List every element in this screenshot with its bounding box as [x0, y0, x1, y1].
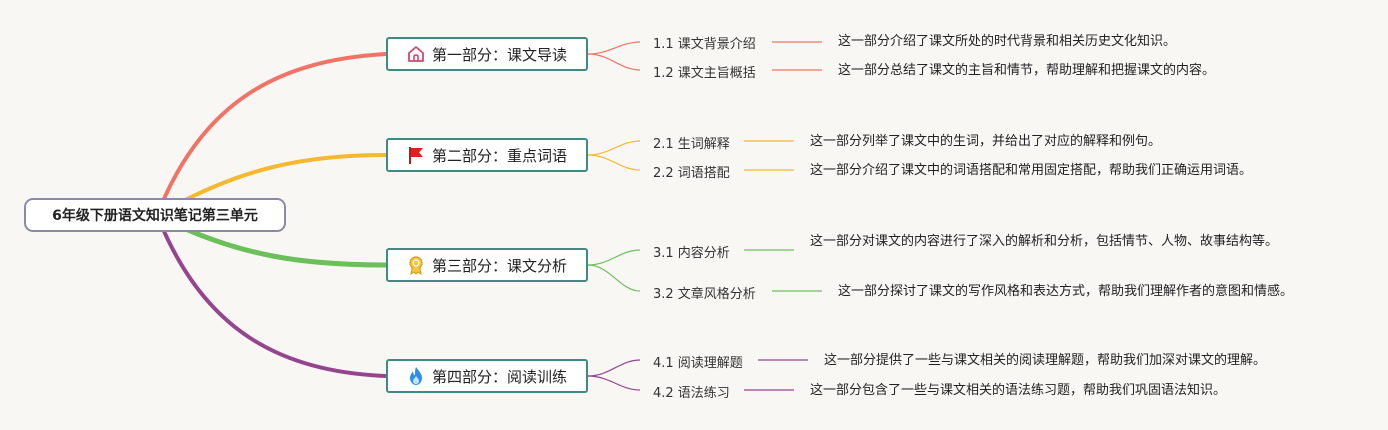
sub-line-3-2	[587, 264, 641, 292]
section-title-2: 第二部分：重点词语	[432, 146, 568, 165]
flag-icon	[406, 145, 426, 165]
sub-item-1-1[interactable]: 1.1 课文背景介绍	[653, 37, 756, 52]
desc-1-2: 这一部分总结了课文的主旨和情节，帮助理解和把握课文的内容。	[838, 63, 1216, 78]
desc-4-2: 这一部分包含了一些与课文相关的语法练习题，帮助我们巩固语法知识。	[810, 383, 1227, 398]
section-node-2[interactable]: 第二部分：重点词语	[386, 138, 588, 172]
section-node-1[interactable]: 第一部分：课文导读	[386, 37, 588, 71]
branch-line-3	[167, 219, 389, 268]
sub-line-2-2	[587, 154, 641, 171]
sub-line-3-1	[587, 249, 641, 266]
sub-line-1-1	[587, 41, 641, 55]
sub-line-4-2	[587, 375, 641, 391]
desc-2-1: 这一部分列举了课文中的生词，并给出了对应的解释和例句。	[810, 134, 1162, 149]
root-title: 6年级下册语文知识笔记第三单元	[52, 208, 258, 224]
section-node-4[interactable]: 第四部分：阅读训练	[386, 359, 588, 393]
section-title-4: 第四部分：阅读训练	[432, 367, 568, 386]
sub-line-2-1	[587, 140, 641, 156]
desc-1-1: 这一部分介绍了课文所处的时代背景和相关历史文化知识。	[838, 34, 1177, 49]
sub-item-2-1[interactable]: 2.1 生词解释	[653, 137, 730, 152]
desc-3-1: 这一部分对课文的内容进行了深入的解析和分析，包括情节、人物、故事结构等。	[810, 234, 1279, 249]
desc-3-2: 这一部分探讨了课文的写作风格和表达方式，帮助我们理解作者的意图和情感。	[838, 284, 1294, 299]
medal-icon	[406, 255, 426, 275]
branch-line-1	[158, 52, 388, 210]
sub-line-1-2	[587, 53, 641, 71]
branch-line-4	[158, 220, 388, 378]
fire-icon	[406, 366, 426, 386]
section-title-3: 第三部分：课文分析	[432, 256, 568, 275]
sub-item-1-2[interactable]: 1.2 课文主旨概括	[653, 66, 756, 81]
sub-item-3-1[interactable]: 3.1 内容分析	[653, 246, 730, 261]
sub-item-2-2[interactable]: 2.2 词语搭配	[653, 166, 730, 181]
section-node-3[interactable]: 第三部分：课文分析	[386, 248, 588, 282]
sub-item-4-1[interactable]: 4.1 阅读理解题	[653, 356, 743, 371]
desc-4-1: 这一部分提供了一些与课文相关的阅读理解题，帮助我们加深对课文的理解。	[824, 353, 1267, 368]
sub-item-4-2[interactable]: 4.2 语法练习	[653, 386, 730, 401]
sub-line-4-1	[587, 359, 641, 377]
desc-2-2: 这一部分介绍了课文中的词语搭配和常用固定搭配，帮助我们正确运用词语。	[810, 163, 1253, 178]
house-icon	[406, 44, 426, 64]
sub-item-3-2[interactable]: 3.2 文章风格分析	[653, 287, 756, 302]
root-node[interactable]: 6年级下册语文知识笔记第三单元	[24, 198, 286, 232]
section-title-1: 第一部分：课文导读	[432, 45, 568, 64]
branch-line-2	[168, 153, 388, 210]
